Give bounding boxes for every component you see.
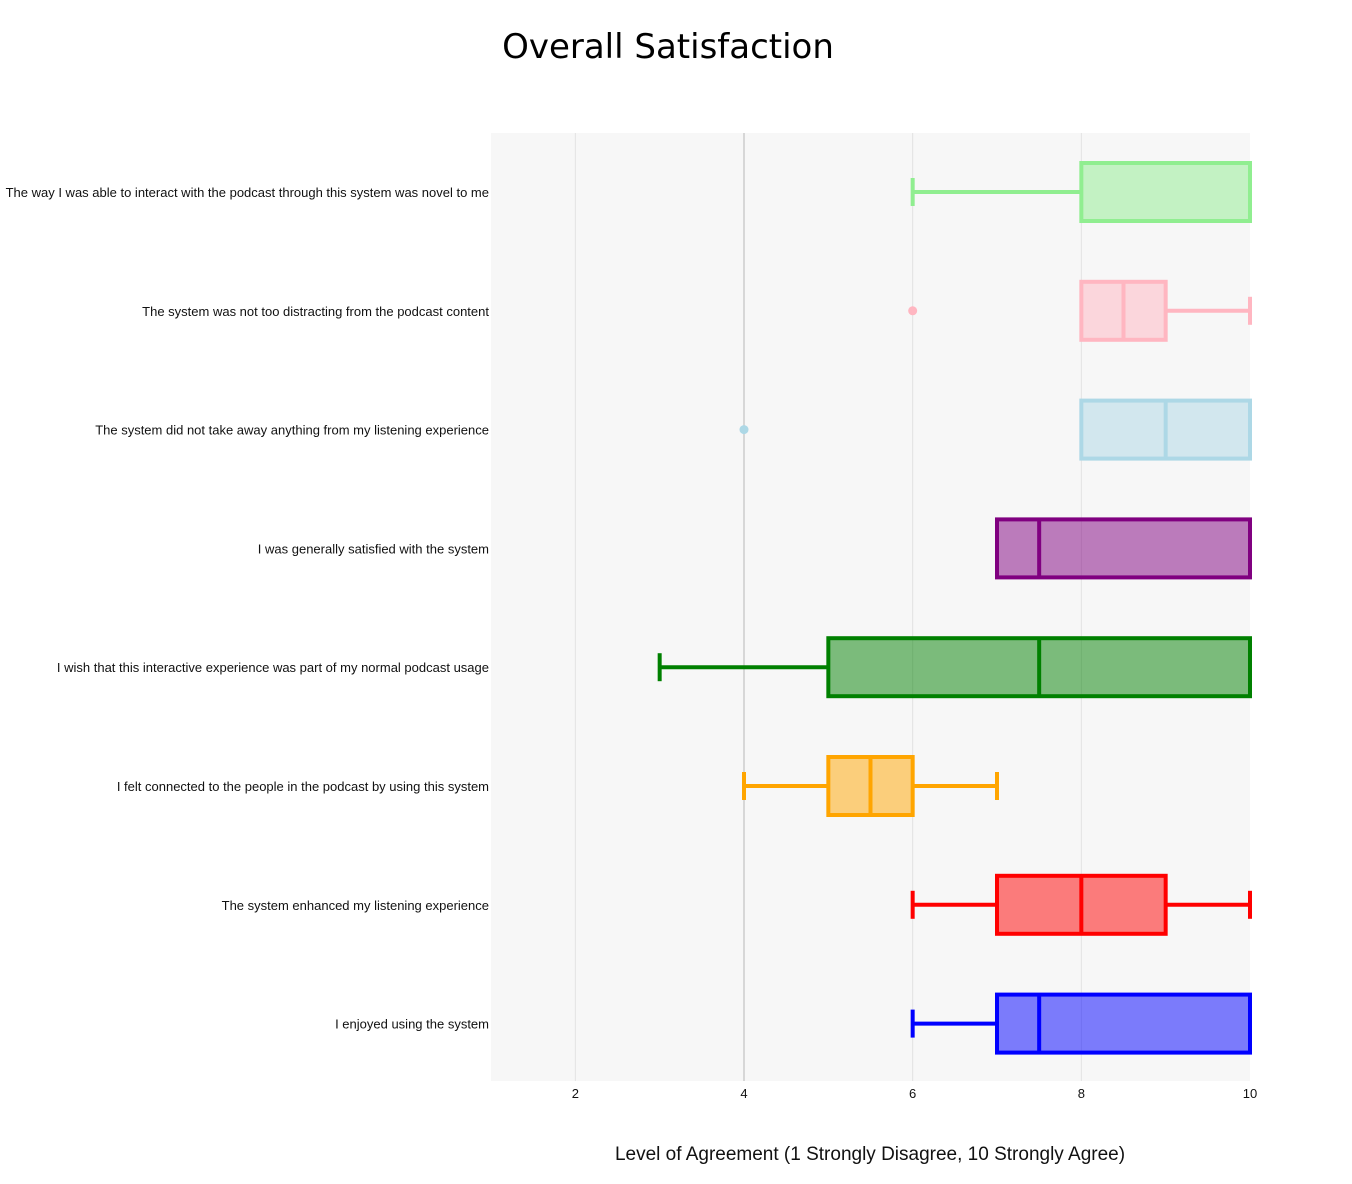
category-label: The system did not take away anything fr…: [95, 423, 489, 438]
box-series-5: [657, 636, 1252, 699]
box-series: [657, 161, 1253, 1055]
category-label: I was generally satisfied with the syste…: [258, 541, 489, 556]
x-tick-label: 2: [572, 1086, 579, 1101]
category-label: I felt connected to the people in the po…: [117, 779, 489, 794]
box-iqr: [995, 992, 1252, 1055]
box-iqr: [995, 517, 1252, 580]
box-series-2: [908, 279, 1252, 342]
box-iqr: [1079, 161, 1253, 223]
box-series-4: [995, 517, 1252, 580]
outlier-point: [739, 425, 749, 435]
x-tick-label: 4: [740, 1086, 747, 1101]
x-tick-labels: 2 4 6 8 10: [572, 1086, 1258, 1101]
category-label: The system enhanced my listening experie…: [222, 898, 489, 913]
box-series-1: [910, 161, 1253, 223]
box-series-6: [742, 755, 999, 817]
category-label: I wish that this interactive experience …: [57, 660, 489, 675]
box-series-8: [910, 992, 1252, 1055]
category-label: The system was not too distracting from …: [142, 304, 489, 319]
plot-area: [491, 133, 1250, 1081]
box-series-3: [739, 398, 1253, 461]
x-tick-label: 10: [1243, 1086, 1257, 1101]
x-axis-label: Level of Agreement (1 Strongly Disagree,…: [615, 1144, 1125, 1165]
x-tick-label: 6: [909, 1086, 916, 1101]
category-labels: The way I was able to interact with the …: [6, 185, 490, 1032]
box-series-7: [910, 873, 1252, 936]
outlier-point: [908, 306, 918, 316]
category-label: I enjoyed using the system: [335, 1017, 489, 1032]
chart-title: Overall Satisfaction: [502, 27, 834, 67]
x-tick-label: 8: [1078, 1086, 1085, 1101]
category-label: The way I was able to interact with the …: [6, 185, 489, 200]
